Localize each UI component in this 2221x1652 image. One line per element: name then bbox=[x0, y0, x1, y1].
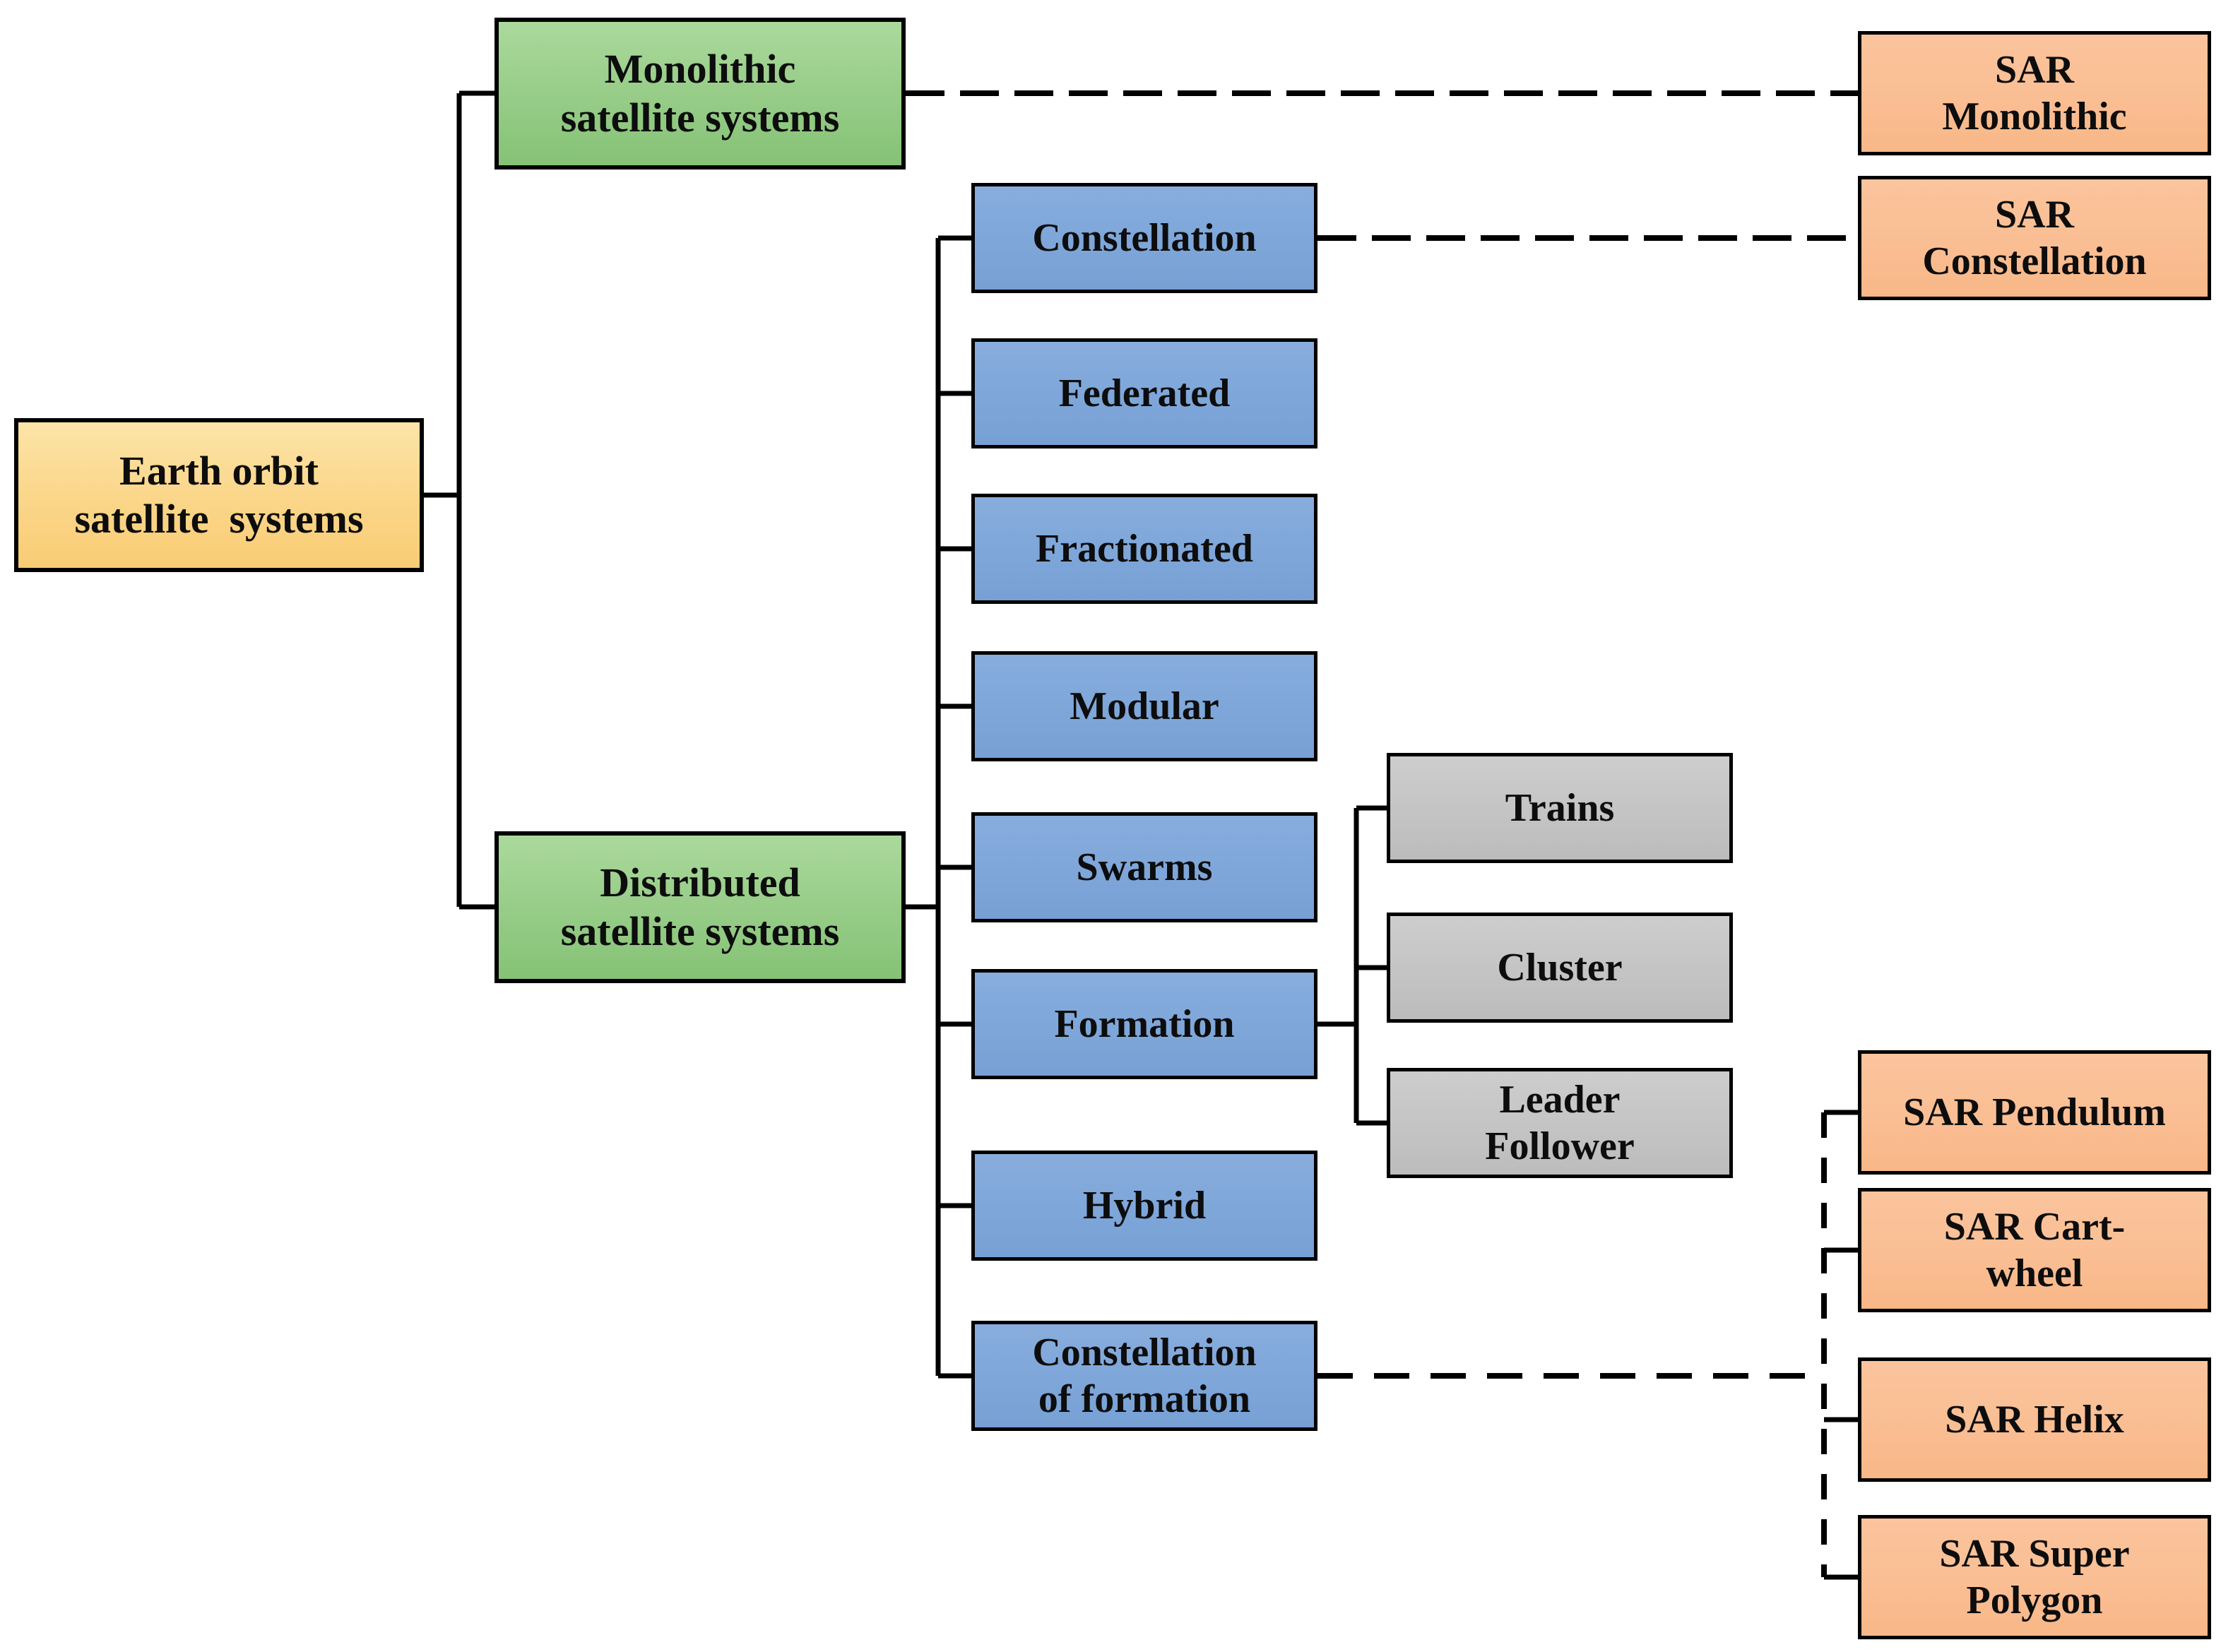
node-trains: Trains bbox=[1387, 753, 1733, 863]
node-label: Formation bbox=[1054, 1002, 1235, 1046]
node-constellation: Constellation bbox=[971, 183, 1317, 293]
node-label: Earth orbit satellite systems bbox=[74, 447, 364, 542]
node-label: Leader Follower bbox=[1485, 1077, 1635, 1168]
node-sar-constellation: SAR Constellation bbox=[1858, 176, 2211, 300]
node-label: Constellation bbox=[1032, 215, 1257, 260]
node-sar-cartwheel: SAR Cart- wheel bbox=[1858, 1188, 2211, 1312]
node-label: Hybrid bbox=[1082, 1183, 1207, 1228]
node-distributed-satellite-systems: Distributed satellite systems bbox=[494, 831, 906, 983]
node-label: Constellation of formation bbox=[1032, 1330, 1257, 1421]
node-label: Monolithic satellite systems bbox=[560, 46, 840, 141]
node-label: SAR Helix bbox=[1945, 1397, 2124, 1442]
node-label: Fractionated bbox=[1036, 526, 1253, 571]
node-fractionated: Fractionated bbox=[971, 494, 1317, 604]
node-label: Trains bbox=[1505, 785, 1615, 830]
node-sar-super-polygon: SAR Super Polygon bbox=[1858, 1515, 2211, 1639]
node-leader-follower: Leader Follower bbox=[1387, 1068, 1733, 1178]
node-sar-pendulum: SAR Pendulum bbox=[1858, 1050, 2211, 1175]
node-constellation-of-formation: Constellation of formation bbox=[971, 1321, 1317, 1431]
node-label: Swarms bbox=[1076, 845, 1213, 889]
node-label: Distributed satellite systems bbox=[560, 860, 840, 954]
node-sar-helix: SAR Helix bbox=[1858, 1357, 2211, 1482]
node-modular: Modular bbox=[971, 651, 1317, 761]
node-monolithic-satellite-systems: Monolithic satellite systems bbox=[494, 18, 906, 170]
node-swarms: Swarms bbox=[971, 812, 1317, 922]
node-sar-monolithic: SAR Monolithic bbox=[1858, 31, 2211, 155]
node-federated: Federated bbox=[971, 338, 1317, 448]
node-label: SAR Cart- wheel bbox=[1943, 1204, 2126, 1295]
node-cluster: Cluster bbox=[1387, 913, 1733, 1023]
node-label: SAR Constellation bbox=[1922, 192, 2147, 283]
node-label: SAR Monolithic bbox=[1942, 47, 2127, 138]
node-label: Cluster bbox=[1497, 945, 1623, 990]
node-label: SAR Pendulum bbox=[1903, 1090, 2166, 1134]
node-formation: Formation bbox=[971, 969, 1317, 1079]
node-earth-orbit-satellite-systems: Earth orbit satellite systems bbox=[14, 418, 424, 572]
node-label: Modular bbox=[1070, 684, 1219, 728]
node-label: SAR Super Polygon bbox=[1939, 1531, 2130, 1622]
node-hybrid: Hybrid bbox=[971, 1151, 1317, 1261]
node-label: Federated bbox=[1058, 371, 1231, 415]
